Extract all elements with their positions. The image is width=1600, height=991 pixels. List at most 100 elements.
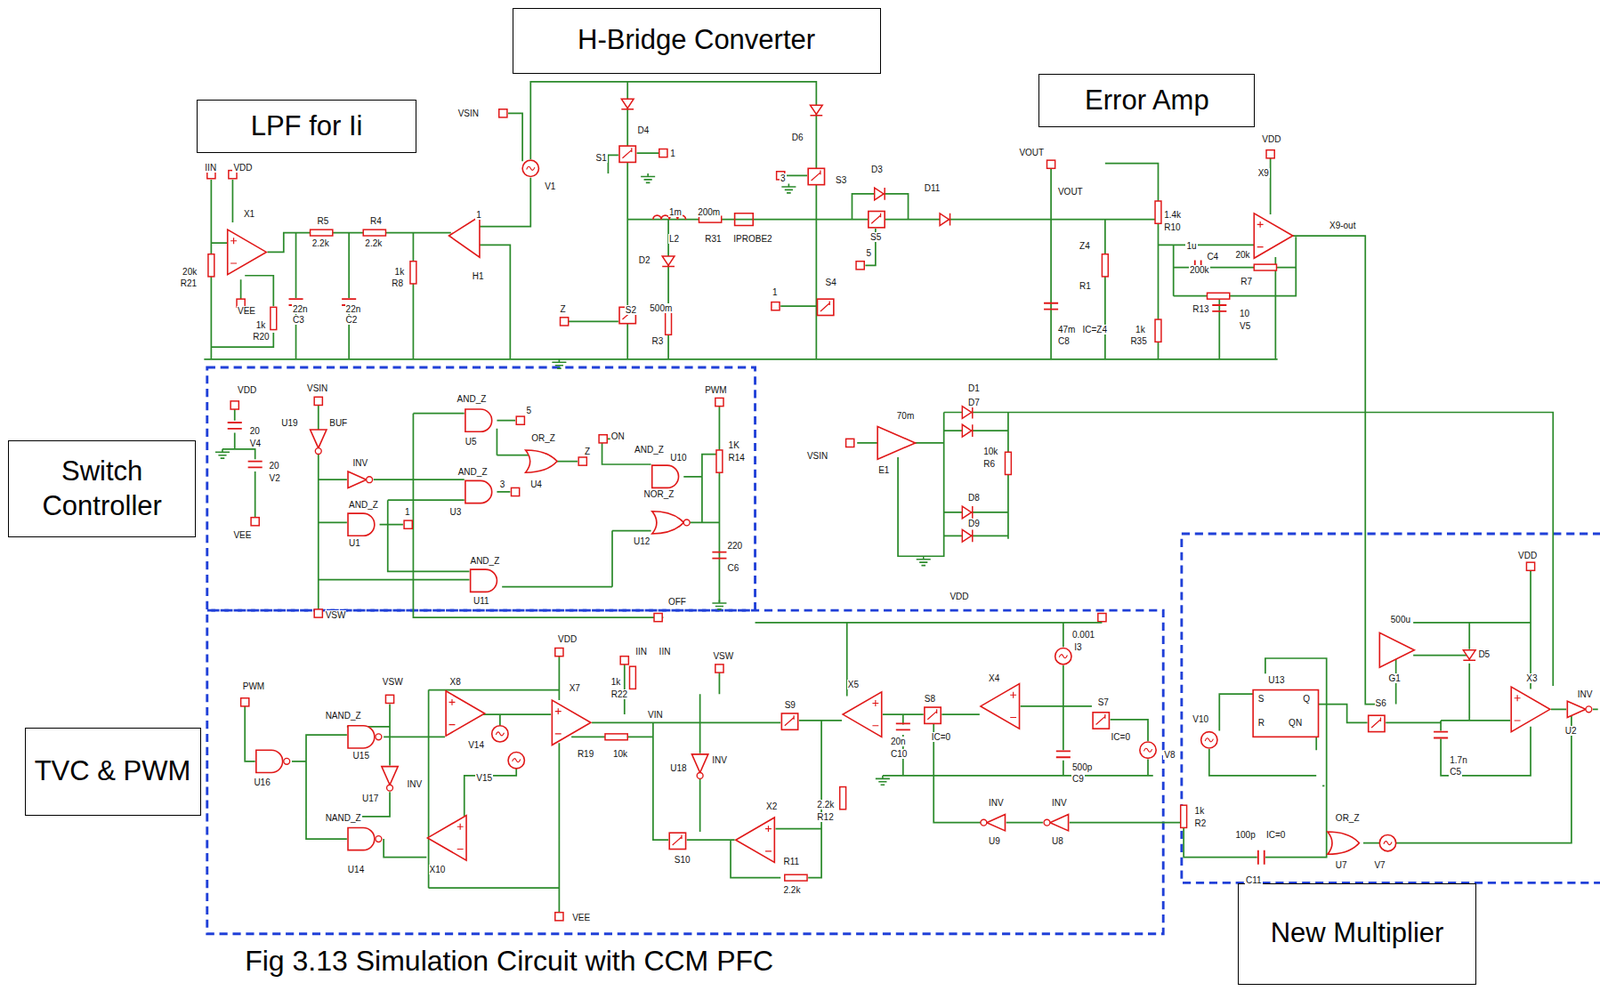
component-label: PWM (242, 681, 266, 692)
component-label: C2 (345, 315, 359, 325)
component-label: R13 (1191, 304, 1210, 315)
component-label: IC=Z4 (1081, 324, 1108, 335)
amplifier-symbol (449, 216, 480, 258)
source-symbol (508, 752, 525, 769)
component-label: OFF (667, 597, 687, 607)
label-box: Error Amp (1038, 73, 1255, 129)
component-label: U11 (472, 596, 491, 607)
component-label: 100p (1234, 830, 1256, 841)
ground-symbol (640, 173, 655, 183)
component-label: S (1257, 694, 1266, 704)
component-label: IIN (203, 162, 218, 173)
resistor-symbol (698, 216, 721, 223)
port-symbol (499, 109, 508, 118)
and-gate-symbol (652, 465, 679, 488)
and-gate-symbol (470, 569, 498, 592)
resistor-symbol (1004, 452, 1011, 475)
figure-caption: Fig 3.13 Simulation Circuit with CCM PFC (244, 945, 774, 978)
ground-symbol (711, 600, 727, 610)
component-label: 2.2k (816, 800, 835, 810)
component-label: S7 (1097, 697, 1110, 708)
box-label: Error Amp (1084, 83, 1210, 119)
component-label: 1.4k (1163, 210, 1182, 220)
component-label: IIN (658, 646, 672, 657)
source-symbol (522, 160, 539, 177)
component-label: NOR_Z (642, 489, 675, 500)
inverter-symbol (347, 471, 373, 488)
component-label: C3 (291, 315, 306, 325)
component-label: U9 (987, 836, 1002, 847)
component-label: U1 (347, 538, 362, 549)
diode-symbol (1462, 650, 1476, 661)
component-label: R10 (1163, 222, 1181, 233)
component-label: 1m (668, 207, 683, 218)
wire (203, 81, 1553, 705)
component-label: D1 (967, 383, 981, 394)
port-symbol (771, 302, 780, 311)
component-label: Z (558, 304, 566, 315)
component-label: E1 (877, 465, 890, 476)
port-symbol (560, 317, 569, 326)
component-label: V10 (1191, 714, 1210, 725)
diode-symbol (961, 424, 972, 437)
component-label: VSW (711, 651, 735, 662)
inverter-symbol (691, 754, 708, 780)
component-label: X9-out (1328, 220, 1357, 231)
label-box: H-Bridge Converter (512, 8, 881, 73)
or-gate-symbol (525, 450, 558, 473)
component-label: OR_Z (530, 433, 557, 444)
component-label: V8 (1163, 750, 1176, 760)
and-gate-symbol (347, 513, 375, 536)
component-label: X7 (568, 683, 582, 694)
resistor-symbol (630, 666, 637, 689)
label-box: LPF for Ii (196, 99, 417, 154)
port-symbol (314, 609, 323, 618)
component-label: VEE (236, 306, 257, 316)
component-label: 500u (1389, 614, 1412, 625)
component-label: NAND_Z (324, 711, 363, 721)
box-label: New Multiplier (1270, 916, 1445, 952)
component-label: U12 (632, 536, 651, 547)
region-outline (207, 610, 1164, 935)
component-label: C8 (1057, 336, 1071, 347)
component-label: 1k (394, 266, 406, 277)
component-label: R14 (727, 452, 746, 463)
port-symbol (1098, 614, 1107, 623)
component-label: 3 (779, 173, 787, 184)
component-label: V2 (268, 473, 282, 484)
diode-symbol (961, 529, 972, 542)
component-label: R35 (1129, 336, 1148, 347)
component-label: R7 (1239, 276, 1253, 287)
opamp-symbol (551, 700, 591, 745)
component-label: INV (987, 798, 1005, 809)
ground-symbol (551, 359, 566, 369)
port-symbol (1046, 160, 1055, 169)
component-label: NAND_Z (324, 813, 363, 824)
component-label: U18 (669, 763, 687, 774)
component-label: C4 (1205, 251, 1220, 262)
component-label: INV (711, 755, 728, 766)
probe-symbol (735, 213, 754, 227)
resistor-symbol (270, 307, 277, 330)
box-label: Switch Controller (17, 454, 186, 525)
component-label: 1.7n (1448, 755, 1468, 766)
flipflop-symbol (1252, 690, 1318, 738)
resistor-symbol (605, 734, 628, 741)
port-symbol (555, 913, 564, 922)
transconductance-symbol (1379, 632, 1415, 668)
component-label: VDD (948, 591, 970, 602)
component-label: VIN (646, 710, 664, 720)
component-label: S10 (673, 855, 692, 865)
component-label: VSIN (806, 451, 829, 461)
component-label: VOUT (1018, 147, 1045, 158)
component-label: S3 (834, 175, 848, 186)
resistor-symbol (1207, 292, 1230, 299)
component-label: IIN (634, 646, 648, 657)
component-label: X3 (1525, 673, 1538, 684)
port-symbol (846, 438, 855, 447)
opamp-symbol (842, 692, 882, 737)
component-label: 500m (648, 303, 673, 314)
switch-symbol (868, 210, 885, 227)
component-label: C5 (1448, 767, 1463, 777)
